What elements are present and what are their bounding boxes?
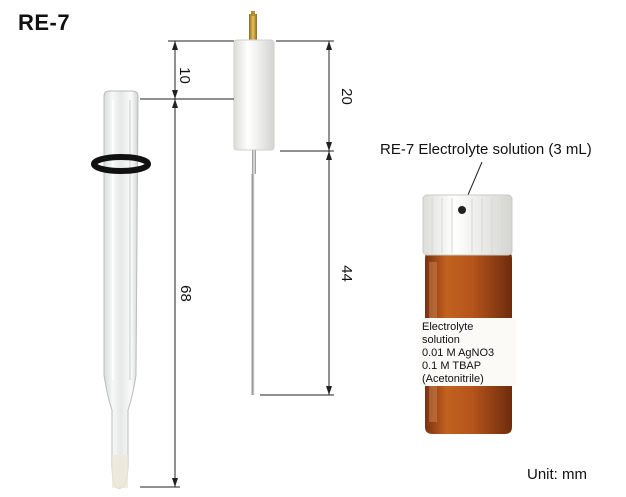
dimension-label-body-length: 68 xyxy=(176,285,194,302)
wire-electrode xyxy=(233,11,275,395)
dimension-label-wire-length: 44 xyxy=(337,265,355,282)
bottle-label: Electrolyte solution 0.01 M AgNO3 0.1 M … xyxy=(422,321,514,385)
bottle-label-line2: 0.01 M AgNO3 xyxy=(422,347,495,359)
dimension-arrows-left xyxy=(172,41,178,487)
bottle-label-line3: 0.1 M TBAP xyxy=(422,360,482,372)
electrolyte-bottle xyxy=(419,194,516,434)
dimension-lines-right xyxy=(260,40,334,396)
callout-text: RE-7 Electrolyte solution (3 mL) xyxy=(380,141,592,158)
bottle-label-line1: Electrolyte solution xyxy=(422,321,474,346)
page-title: RE-7 xyxy=(18,10,71,35)
glass-tube xyxy=(103,90,139,489)
dimension-arrows-right xyxy=(326,41,332,395)
dimension-lines-left xyxy=(140,40,234,488)
o-ring xyxy=(91,154,151,174)
bottle-label-line4: (Acetonitrile) xyxy=(422,373,484,385)
unit-label: Unit: mm xyxy=(527,466,587,483)
dimension-label-top-cap: 10 xyxy=(175,67,193,84)
dimension-label-body-top: 20 xyxy=(337,88,355,105)
